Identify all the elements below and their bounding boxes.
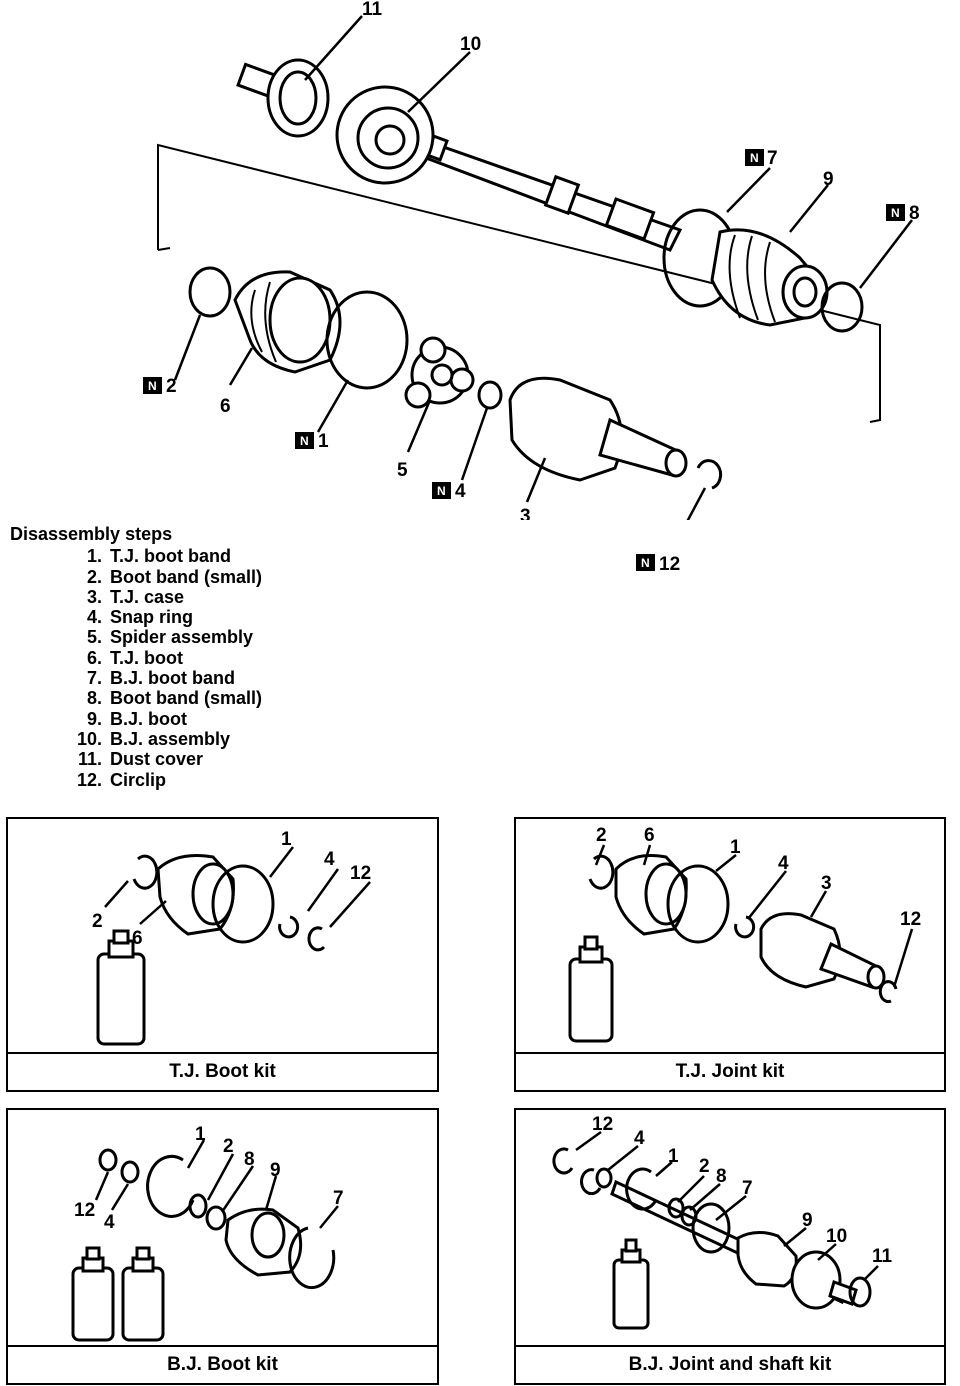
callout-3: 3 [821, 873, 832, 894]
callout-1: 1 [281, 829, 292, 850]
tj-boot-band-part [325, 290, 409, 390]
callout-2: 2 [92, 911, 103, 932]
disassembly-title: Disassembly steps [10, 524, 173, 544]
drive-shaft [392, 127, 683, 252]
step-item: 5.Spider assembly [86, 627, 254, 648]
callout-6: 6 [132, 928, 143, 949]
kit-illustration: 12 4 1 2 8 7 9 10 11 [552, 1114, 893, 1330]
callout-11: 11 [362, 0, 383, 20]
kit-panel-bj-boot: 1 2 8 9 7 12 4 B.J. Boot kit [6, 1108, 439, 1385]
callout-10: 10 [826, 1226, 847, 1247]
bj-boot-part [710, 228, 829, 327]
callout-6: 6 [644, 825, 655, 846]
bj-small-band-part [820, 281, 864, 333]
callout-1: 1 [318, 431, 329, 452]
snap-ring-part [477, 380, 503, 410]
kit-panel-tj-joint: 2 6 1 4 3 12 T.J. Joint kit [514, 817, 946, 1092]
callout-7: 7 [742, 1178, 753, 1199]
new-part-mark: N [148, 379, 157, 393]
callout-7: 7 [767, 148, 778, 169]
step-item: 4.Snap ring [86, 607, 194, 628]
callout-8: 8 [244, 1149, 255, 1170]
callout-4: 4 [778, 853, 789, 874]
callout-4: 4 [634, 1128, 645, 1149]
step-item: 6.T.J. boot [86, 647, 183, 668]
callout-12: 12 [592, 1114, 613, 1135]
callout-2: 2 [596, 825, 607, 846]
callout-4: 4 [324, 849, 335, 870]
callout-1: 1 [195, 1124, 206, 1145]
callout-6: 6 [220, 396, 231, 417]
callout-1: 1 [668, 1146, 679, 1167]
grease-bottle-icon [568, 935, 614, 1043]
circlip-part [696, 459, 723, 490]
kit-illustration: 2 6 1 4 3 12 [568, 825, 921, 1043]
tj-case-part [508, 376, 688, 482]
steps-list: 1.T.J. boot band 2.Boot band (small) 3.T… [10, 546, 262, 790]
disassembly-steps: Disassembly steps 1.T.J. boot band 2.Boo… [10, 524, 262, 790]
new-part-mark: N [750, 151, 759, 165]
step-item: 12.Circlip [76, 769, 167, 790]
callout-4: 4 [455, 481, 466, 502]
callout-7: 7 [333, 1188, 344, 1209]
grease-bottle-icon [71, 1246, 115, 1342]
step-item: 9.B.J. boot [86, 708, 187, 729]
kit-panel-bj-joint-shaft: 12 4 1 2 8 7 9 10 11 B.J. Joint and shaf… [514, 1108, 946, 1385]
callout-9: 9 [823, 169, 834, 190]
step-item: 8.Boot band (small) [86, 688, 262, 709]
new-part-mark: N [891, 206, 900, 220]
grease-bottle-icon [96, 929, 146, 1046]
callout-8: 8 [716, 1166, 727, 1187]
callout-12: 12 [900, 909, 921, 930]
step-item: 1.T.J. boot band [86, 546, 231, 567]
bj-assembly-part [335, 85, 435, 185]
callout-12: 12 [659, 554, 680, 575]
kit-illustration: 1 4 12 2 6 [92, 829, 371, 1046]
callout-4: 4 [104, 1212, 115, 1233]
grease-bottle-icon [612, 1238, 650, 1330]
callout-5: 5 [397, 460, 408, 481]
callout-3: 3 [520, 506, 531, 520]
grease-bottle-icon [121, 1246, 165, 1342]
spider-assembly-part [404, 336, 475, 409]
tj-boot-part [233, 270, 342, 374]
kit-panel-tj-boot: 1 4 12 2 6 T.J. Boot kit [6, 817, 439, 1092]
callout-11: 11 [872, 1246, 893, 1267]
kit-illustration: 1 2 8 9 7 12 4 [71, 1124, 344, 1342]
kit-caption: T.J. Joint kit [516, 1052, 944, 1090]
kit-caption: T.J. Boot kit [8, 1052, 437, 1090]
callout-10: 10 [460, 34, 481, 55]
callout-9: 9 [270, 1160, 281, 1181]
new-part-mark: N [437, 484, 446, 498]
circlip-callout: N 12 [636, 554, 680, 575]
step-item: 2.Boot band (small) [86, 566, 262, 587]
new-part-mark: N [300, 434, 309, 448]
callout-1: 1 [730, 837, 741, 858]
step-item: 11.Dust cover [77, 749, 204, 770]
kit-caption: B.J. Joint and shaft kit [516, 1345, 944, 1383]
step-item: 7.B.J. boot band [86, 668, 235, 689]
step-item: 3.T.J. case [86, 586, 185, 607]
callout-12: 12 [74, 1200, 95, 1221]
exploded-driveshaft-diagram: 11 10 N 7 9 N 8 N 2 6 N 1 5 N 4 3 [143, 0, 920, 520]
callout-2: 2 [223, 1136, 234, 1157]
assembly-bracket [157, 143, 881, 423]
step-item: 10.B.J. assembly [76, 728, 231, 749]
callout-9: 9 [802, 1210, 813, 1231]
tj-small-band-part [188, 266, 232, 318]
callout-2: 2 [166, 376, 177, 397]
new-part-mark: N [641, 556, 650, 570]
callout-8: 8 [909, 203, 920, 224]
kit-caption: B.J. Boot kit [8, 1345, 437, 1383]
callout-2: 2 [699, 1156, 710, 1177]
dust-cover-part [236, 58, 330, 138]
callout-12: 12 [350, 863, 371, 884]
